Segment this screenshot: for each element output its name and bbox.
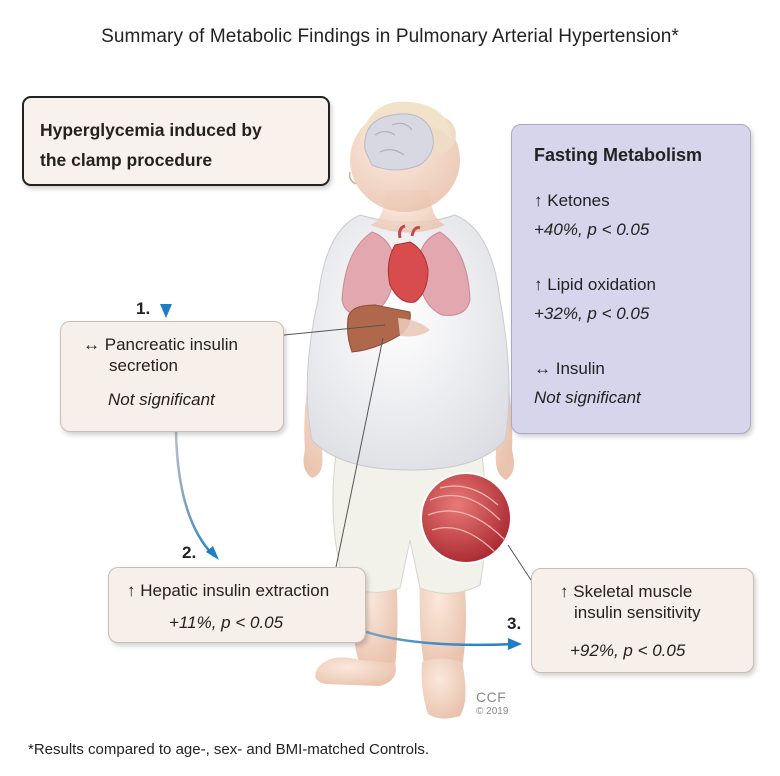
fasting-item-stat: +32%, p < 0.05 bbox=[534, 304, 650, 323]
connector-lines bbox=[283, 324, 532, 581]
fasting-metabolism-box: Fasting Metabolism ↑ Ketones +40%, p < 0… bbox=[511, 124, 751, 434]
head bbox=[348, 101, 460, 212]
fasting-item-lipid-oxidation: ↑ Lipid oxidation +32%, p < 0.05 bbox=[534, 275, 656, 324]
finding-label-line-2: secretion bbox=[109, 356, 178, 375]
credit-org: CCF bbox=[476, 689, 507, 705]
finding-label: Skeletal muscle bbox=[573, 582, 693, 601]
step-number-3: 3. bbox=[507, 614, 522, 633]
fasting-item-stat: +40%, p < 0.05 bbox=[534, 220, 650, 239]
fasting-item-label: Lipid oxidation bbox=[547, 275, 656, 294]
fasting-item-ketones: ↑ Ketones +40%, p < 0.05 bbox=[534, 191, 649, 240]
step-number-1: 1. bbox=[136, 299, 151, 318]
fasting-heading: Fasting Metabolism bbox=[534, 145, 703, 165]
clamp-line-1: Hyperglycemia induced by bbox=[40, 120, 262, 140]
muscle-inset-icon bbox=[420, 472, 512, 564]
finding-label: Pancreatic insulin bbox=[104, 335, 238, 354]
flow-arrow-2-icon bbox=[174, 431, 215, 557]
fasting-item-stat: Not significant bbox=[534, 388, 641, 407]
figure-title: Summary of Metabolic Findings in Pulmona… bbox=[101, 26, 679, 47]
finding-stat: +92%, p < 0.05 bbox=[570, 641, 686, 660]
up-arrow-icon: ↑ bbox=[534, 191, 543, 210]
step-number-2: 2. bbox=[182, 543, 197, 562]
up-arrow-icon: ↑ bbox=[127, 581, 136, 600]
finding-stat: Not significant bbox=[108, 390, 215, 409]
credit-year: © 2019 bbox=[476, 706, 509, 717]
brain-icon bbox=[364, 113, 434, 171]
fasting-item-label: Ketones bbox=[547, 191, 610, 210]
finding-label: Hepatic insulin extraction bbox=[140, 581, 330, 600]
left-right-arrow-icon: ↔ bbox=[83, 335, 100, 354]
finding-pancreatic-box: ↔ Pancreatic insulin secretion Not signi… bbox=[60, 321, 284, 432]
up-arrow-icon: ↑ bbox=[534, 275, 543, 294]
finding-muscle-box: ↑ Skeletal muscle insulin sensitivity +9… bbox=[531, 568, 754, 673]
fasting-item-insulin: ↔ Insulin Not significant bbox=[534, 359, 641, 408]
finding-hepatic-box: ↑ Hepatic insulin extraction +11%, p < 0… bbox=[108, 567, 366, 643]
up-arrow-icon: ↑ bbox=[560, 582, 569, 601]
footnote: *Results compared to age-, sex- and BMI-… bbox=[28, 741, 430, 758]
clamp-line-2: the clamp procedure bbox=[40, 150, 213, 170]
left-right-arrow-icon: ↔ bbox=[534, 359, 551, 378]
fasting-item-label: Insulin bbox=[555, 359, 605, 378]
heart-icon bbox=[387, 241, 429, 303]
finding-label-line-2: insulin sensitivity bbox=[574, 603, 701, 622]
finding-stat: +11%, p < 0.05 bbox=[169, 613, 284, 632]
clamp-procedure-box: Hyperglycemia induced by the clamp proce… bbox=[22, 96, 330, 186]
